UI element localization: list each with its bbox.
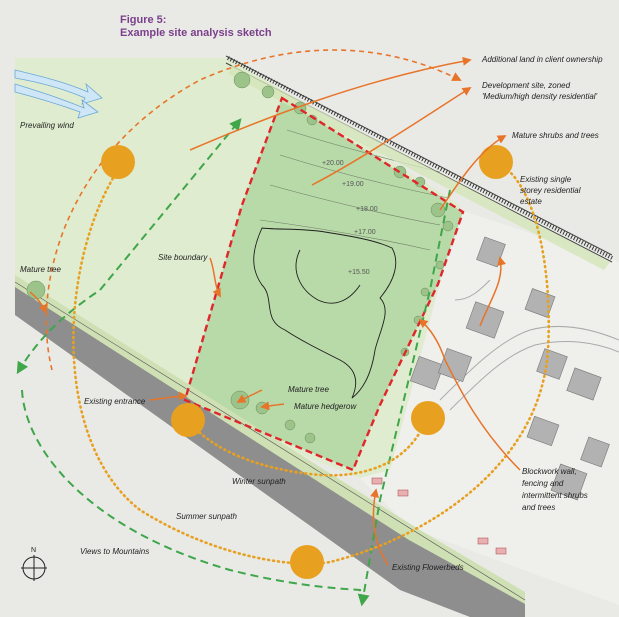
contour-loop [253, 227, 397, 399]
railway-verge [228, 65, 610, 270]
label-mature-shrubs: Mature shrubs and trees [512, 131, 599, 140]
north-arrow: N [21, 547, 47, 581]
label-existing-estate-1: Existing single [520, 175, 572, 184]
annotation-leaders [29, 56, 521, 566]
sun-icon [290, 545, 324, 579]
residential-estate-area [360, 210, 619, 605]
label-existing-flowerbeds: Existing Flowerbeds [392, 563, 464, 572]
label-blockwork-1: Blockwork wall, [522, 467, 577, 476]
label-mature-tree-site: Mature tree [288, 385, 329, 394]
estate-roads [439, 279, 619, 411]
label-blockwork-2: fencing and [522, 479, 564, 488]
label-additional-land: Additional land in client ownership [481, 55, 603, 64]
contour-label-17: +17.00 [354, 229, 376, 236]
label-blockwork-4: and trees [522, 503, 555, 512]
contour-label-18: +18.00 [356, 206, 378, 213]
prevailing-wind-arrows [14, 69, 103, 119]
label-existing-entrance: Existing entrance [84, 397, 146, 406]
label-prevailing-wind: Prevailing wind [20, 121, 74, 130]
views-line-right [357, 189, 451, 607]
contour-lines [259, 129, 449, 251]
development-site-area [185, 98, 463, 470]
contour-inner [295, 249, 361, 304]
contour-label-15-50: +15.50 [348, 269, 370, 276]
contour-label-19: +19.00 [342, 181, 364, 188]
label-existing-estate-3: estate [520, 197, 542, 206]
label-development-site-1: Development site, zoned [482, 81, 571, 90]
label-existing-estate-2: storey residential [520, 186, 581, 195]
label-mature-tree-left: Mature tree [20, 265, 61, 274]
winter-sunpath [184, 416, 428, 477]
sun-icon [479, 145, 513, 179]
sun-positions [101, 145, 513, 579]
label-development-site-2: 'Medium/high density residential' [482, 92, 598, 101]
label-site-boundary: Site boundary [158, 253, 208, 262]
flowerbeds [371, 477, 507, 555]
sun-icon [411, 401, 445, 435]
label-views-to-mountains: Views to Mountains [80, 547, 149, 556]
views-arc-lower [21, 389, 363, 605]
figure-title: Example site analysis sketch [120, 27, 272, 39]
label-blockwork-3: intermittent shrubs [522, 491, 588, 500]
label-mature-hedgerow: Mature hedgerow [294, 402, 357, 411]
figure-title-block: Figure 5: Example site analysis sketch [120, 14, 272, 40]
sun-icon [101, 145, 135, 179]
label-summer-sunpath: Summer sunpath [176, 512, 237, 521]
contour-label-20: +20.00 [322, 160, 344, 167]
north-label: N [31, 547, 36, 554]
figure-number: Figure 5: [120, 14, 167, 26]
sun-icon [171, 403, 205, 437]
views-arc [16, 118, 242, 375]
label-winter-sunpath: Winter sunpath [232, 477, 286, 486]
summer-sunpath [72, 168, 551, 565]
